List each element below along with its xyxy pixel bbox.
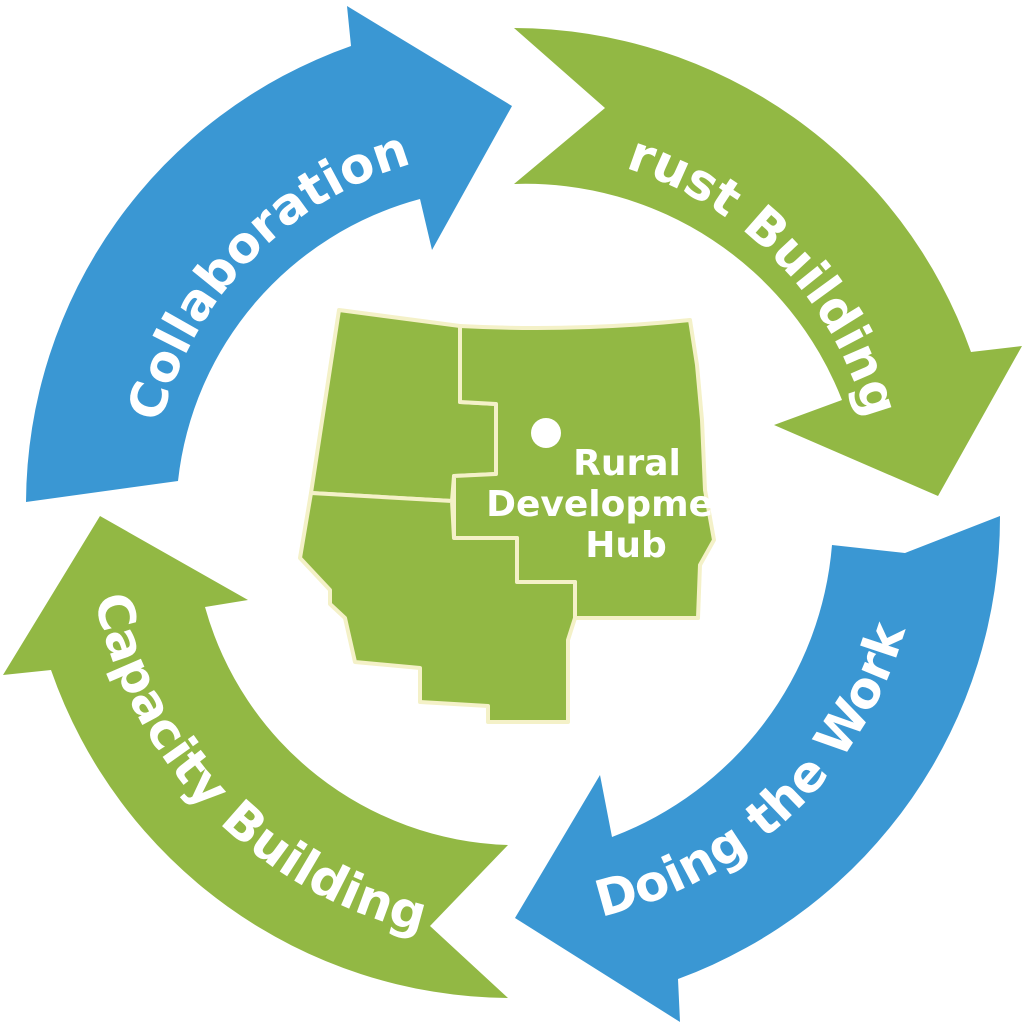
hub-location-dot xyxy=(531,418,561,448)
regional-map: Rural Development Hub xyxy=(298,308,756,724)
hub-label-line1: Rural xyxy=(573,443,681,484)
trust-building-arrow-shape xyxy=(514,28,1022,496)
collaboration-arrow-shape xyxy=(26,6,512,502)
hub-label-line2: Development xyxy=(486,484,756,525)
hub-label-line3: Hub xyxy=(585,525,667,566)
capacity-building-arrow-shape xyxy=(3,516,508,998)
doing-the-work-arrow-shape xyxy=(515,516,1001,1022)
region-southwest xyxy=(298,491,577,724)
